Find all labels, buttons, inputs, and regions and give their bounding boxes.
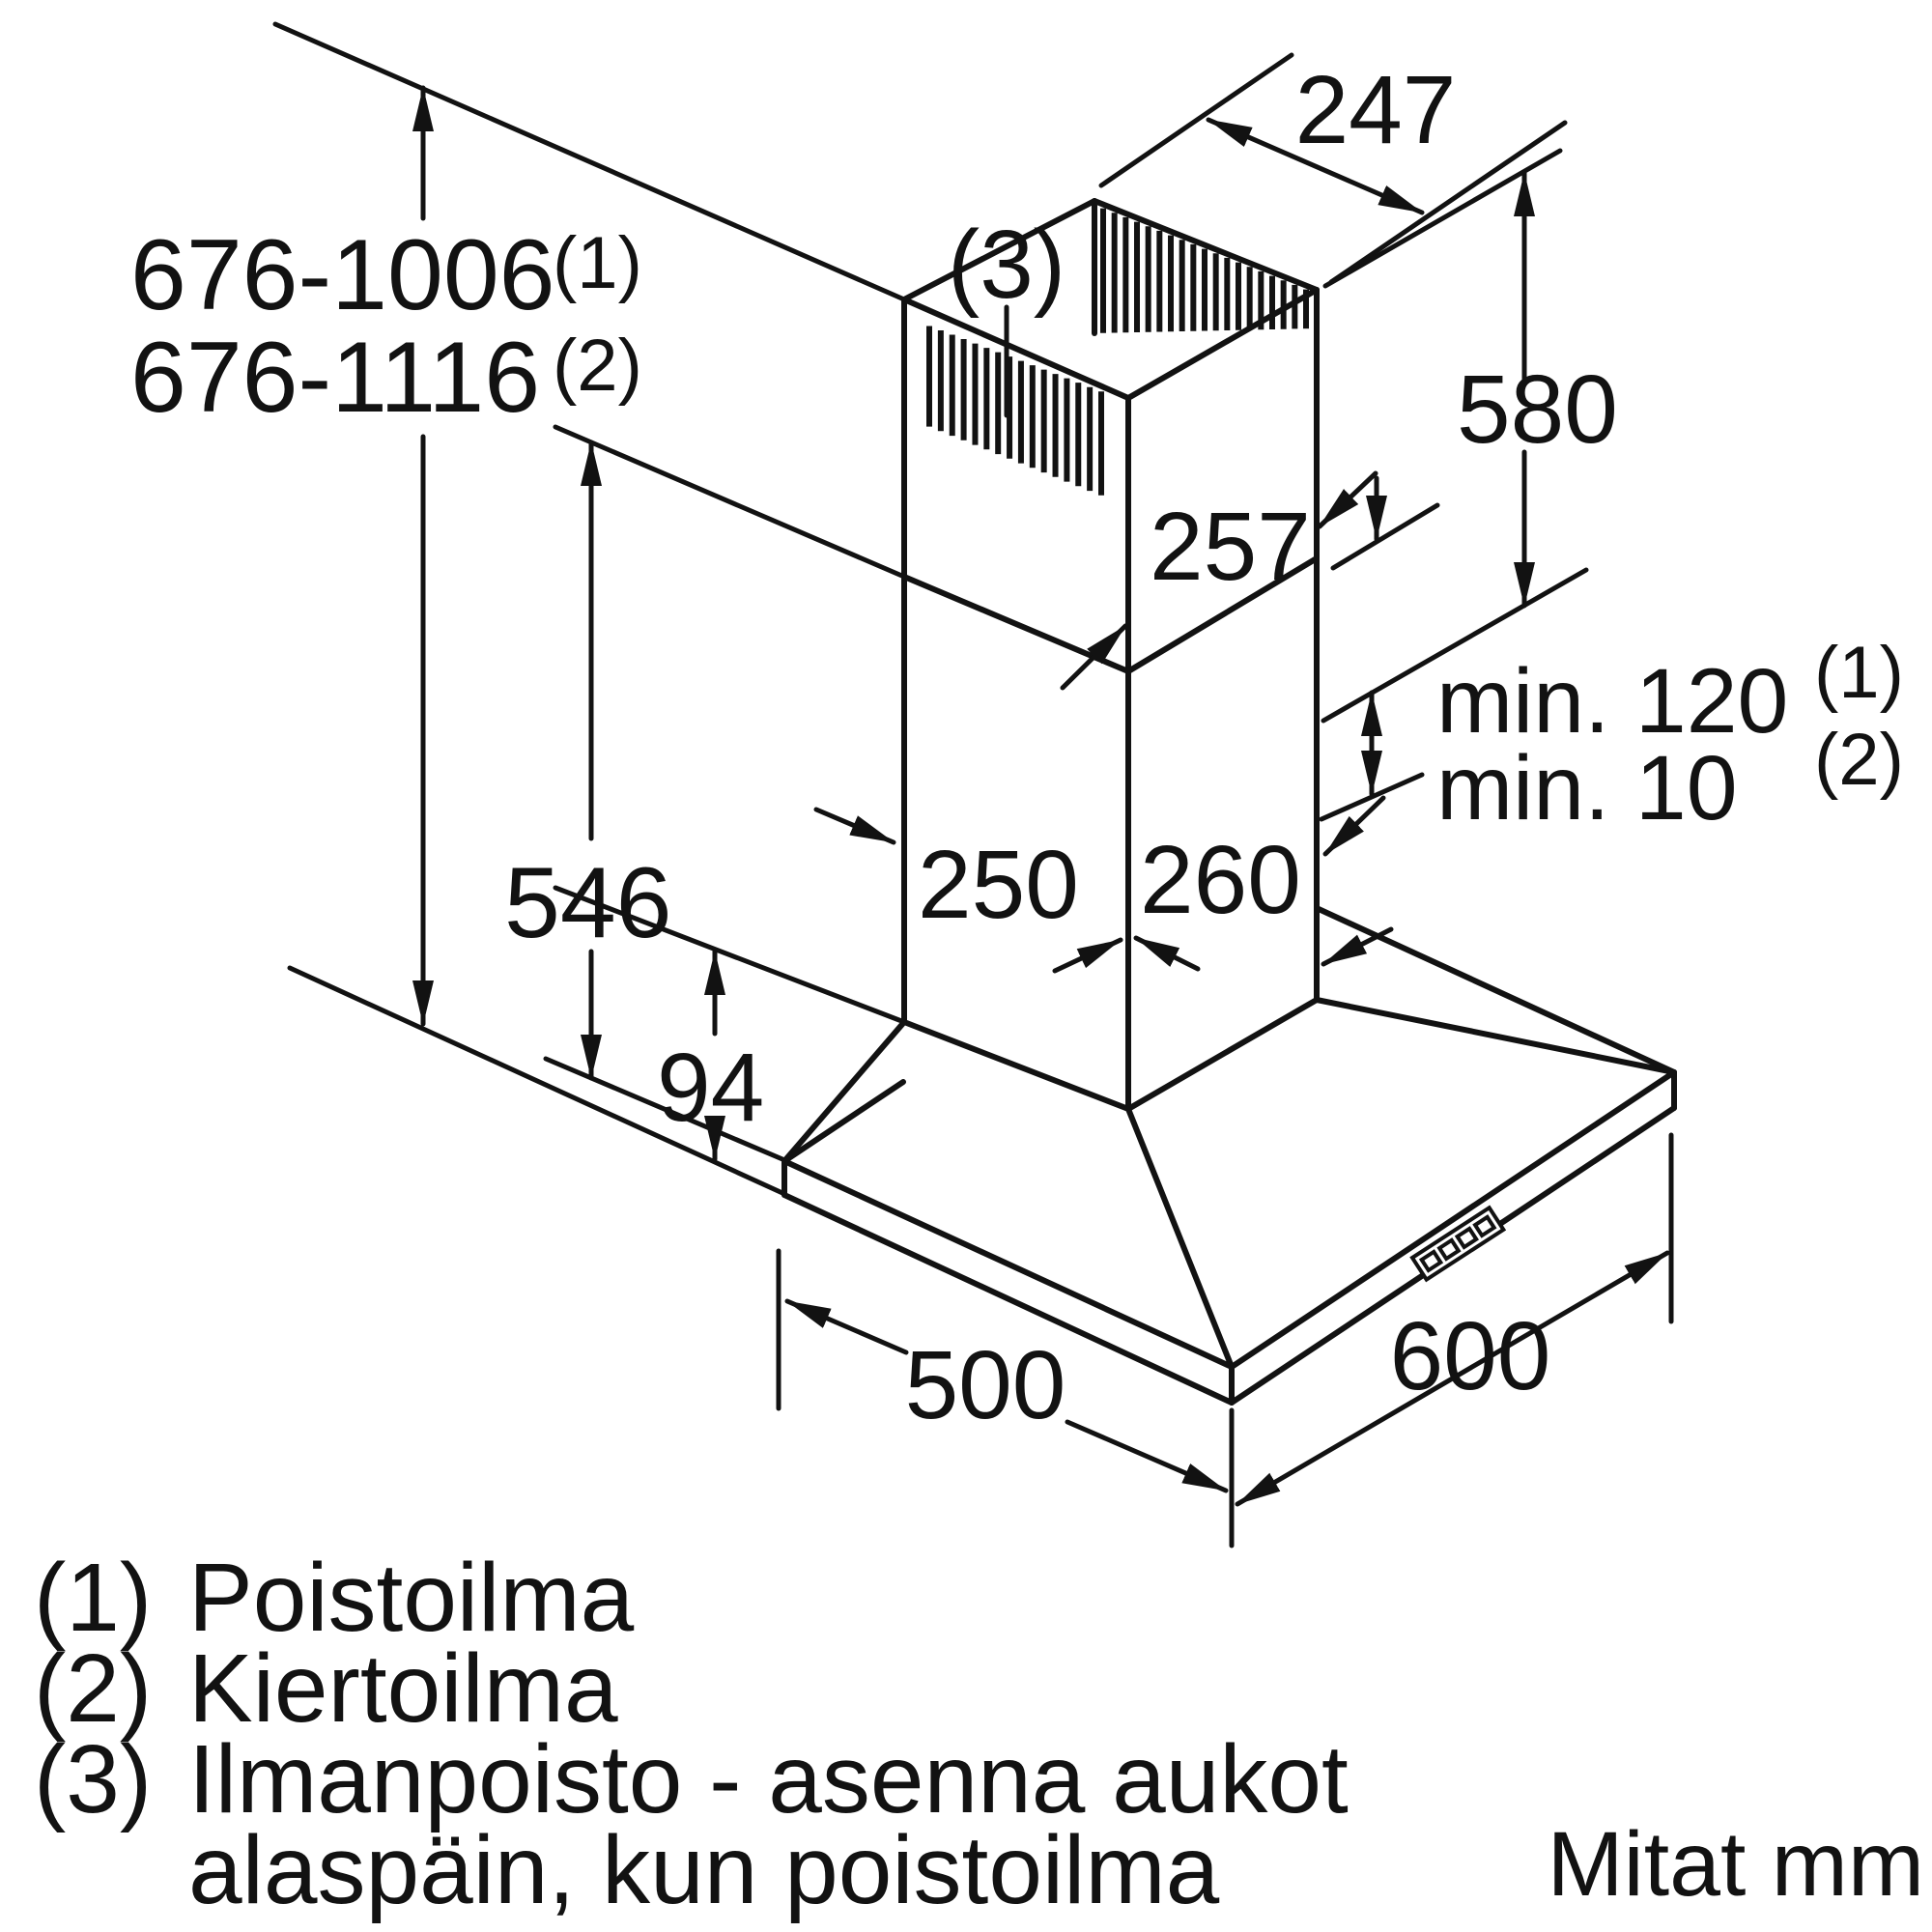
pyramid-front-edge [1125,1106,1235,1370]
dim-line [1206,117,1425,215]
dim-canopy-height: 94 [553,885,907,1162]
arrow-mid-left [1052,937,1123,974]
flue-lower-section [901,555,1320,1112]
section-joint-right [1125,555,1320,674]
side-vent-grille [926,326,1104,496]
dim-lower-flue-height: 546 [504,424,907,1162]
tick-joint-ext [1330,502,1440,571]
upper-rear-left-top-edge [901,198,1097,302]
total-height-ref-1: (1) [553,222,642,304]
arrow-right [1317,470,1378,529]
canopy-depth-value: 500 [905,1331,1066,1439]
flue-upper-section [901,198,1320,674]
total-height-ref-2: (2) [553,325,642,407]
canopy-height-value: 94 [657,1034,764,1142]
lower-bottom-left-edge [901,1019,1131,1112]
clearance-1-label: min. 120 [1436,650,1788,753]
dim-total-height: 676-1006 (1) 676-1116 (2) [130,21,907,1196]
arrow-left-edge [813,807,896,845]
legend-label-3: Ilmanpoisto - asenna aukot [188,1725,1349,1833]
flue-top-depth-value: 247 [1295,56,1457,164]
canopy-base-left [781,1192,1235,1406]
lower-flue-height-value: 546 [504,847,672,959]
legend-ref-2: (2) [34,1634,152,1743]
upper-left-rim [901,297,1131,401]
pyramid-left-edge [781,1019,907,1164]
dim-line [1235,1250,1670,1507]
dim-upper-flue-depth: 257 [1060,470,1440,691]
canopy-width-value: 600 [1390,1302,1551,1410]
total-height-value-1: 676-1006 [130,219,555,331]
arrow-right-edge [1321,926,1394,967]
dim-line [1065,1419,1229,1493]
ext-top-rim [272,21,907,302]
canopy-rear-rim-right [1316,906,1677,1075]
upper-flue-height-value: 580 [1457,355,1618,464]
legend-ref-1: (1) [34,1544,152,1652]
dim-flue-top-depth: 247 [1098,52,1568,285]
legend-label-3-line2: alaspäin, kun poistoilma [188,1816,1220,1924]
dim-line [784,1298,909,1355]
arrow-front [1060,623,1128,691]
lower-flue-width-value: 250 [918,831,1079,939]
total-height-value-2: 676-1116 [130,322,540,434]
upper-flue-depth-value: 257 [1150,493,1311,601]
upper-rear-right-top-edge [1092,198,1320,293]
canopy-rear-rim-left [781,1079,906,1164]
dim-canopy-depth: 500 [776,1248,1229,1493]
control-button [1472,1214,1497,1238]
units-note: Mitat mm [1547,1813,1924,1916]
tick-lower [1319,772,1425,822]
clearance-1-ref: (1) [1814,632,1904,714]
ext-canopy-base [287,965,785,1196]
vent-ref-label: (3) [948,211,1065,319]
arrow-to-edge [1322,795,1386,857]
ext-joint-left [553,424,907,580]
clearance-2-label: min. 10 [1436,737,1738,839]
ext-line [1098,52,1294,188]
legend: (1) Poistoilma (2) Kiertoilma (3) Ilmanp… [34,1544,1924,1924]
arrow-mid-right [1133,935,1201,972]
dim-canopy-width: 600 [1229,1132,1674,1548]
control-button [1454,1226,1480,1250]
vent-callout: (3) [948,211,1065,418]
clearance-2-ref: (2) [1814,719,1904,801]
legend-ref-3: (3) [34,1725,152,1833]
top-vent-grille [1100,208,1309,333]
dim-lower-flue-width-depth: 250 260 [813,807,1394,974]
legend-label-1: Poistoilma [188,1544,635,1652]
dim-clearance: min. 120 (1) min. 10 (2) [1319,632,1904,857]
ext-apex-rim [553,885,907,1025]
canopy-rim-left [781,1158,1235,1370]
pyramid-right-edge [1314,997,1677,1075]
upper-right-rim [1125,287,1320,401]
dim-upper-flue-height: 580 [1321,148,1618,724]
ext-line [1328,120,1568,285]
lower-bottom-right-edge [1125,997,1320,1112]
legend-label-2: Kiertoilma [188,1634,618,1743]
lower-flue-depth-value: 260 [1140,826,1301,934]
